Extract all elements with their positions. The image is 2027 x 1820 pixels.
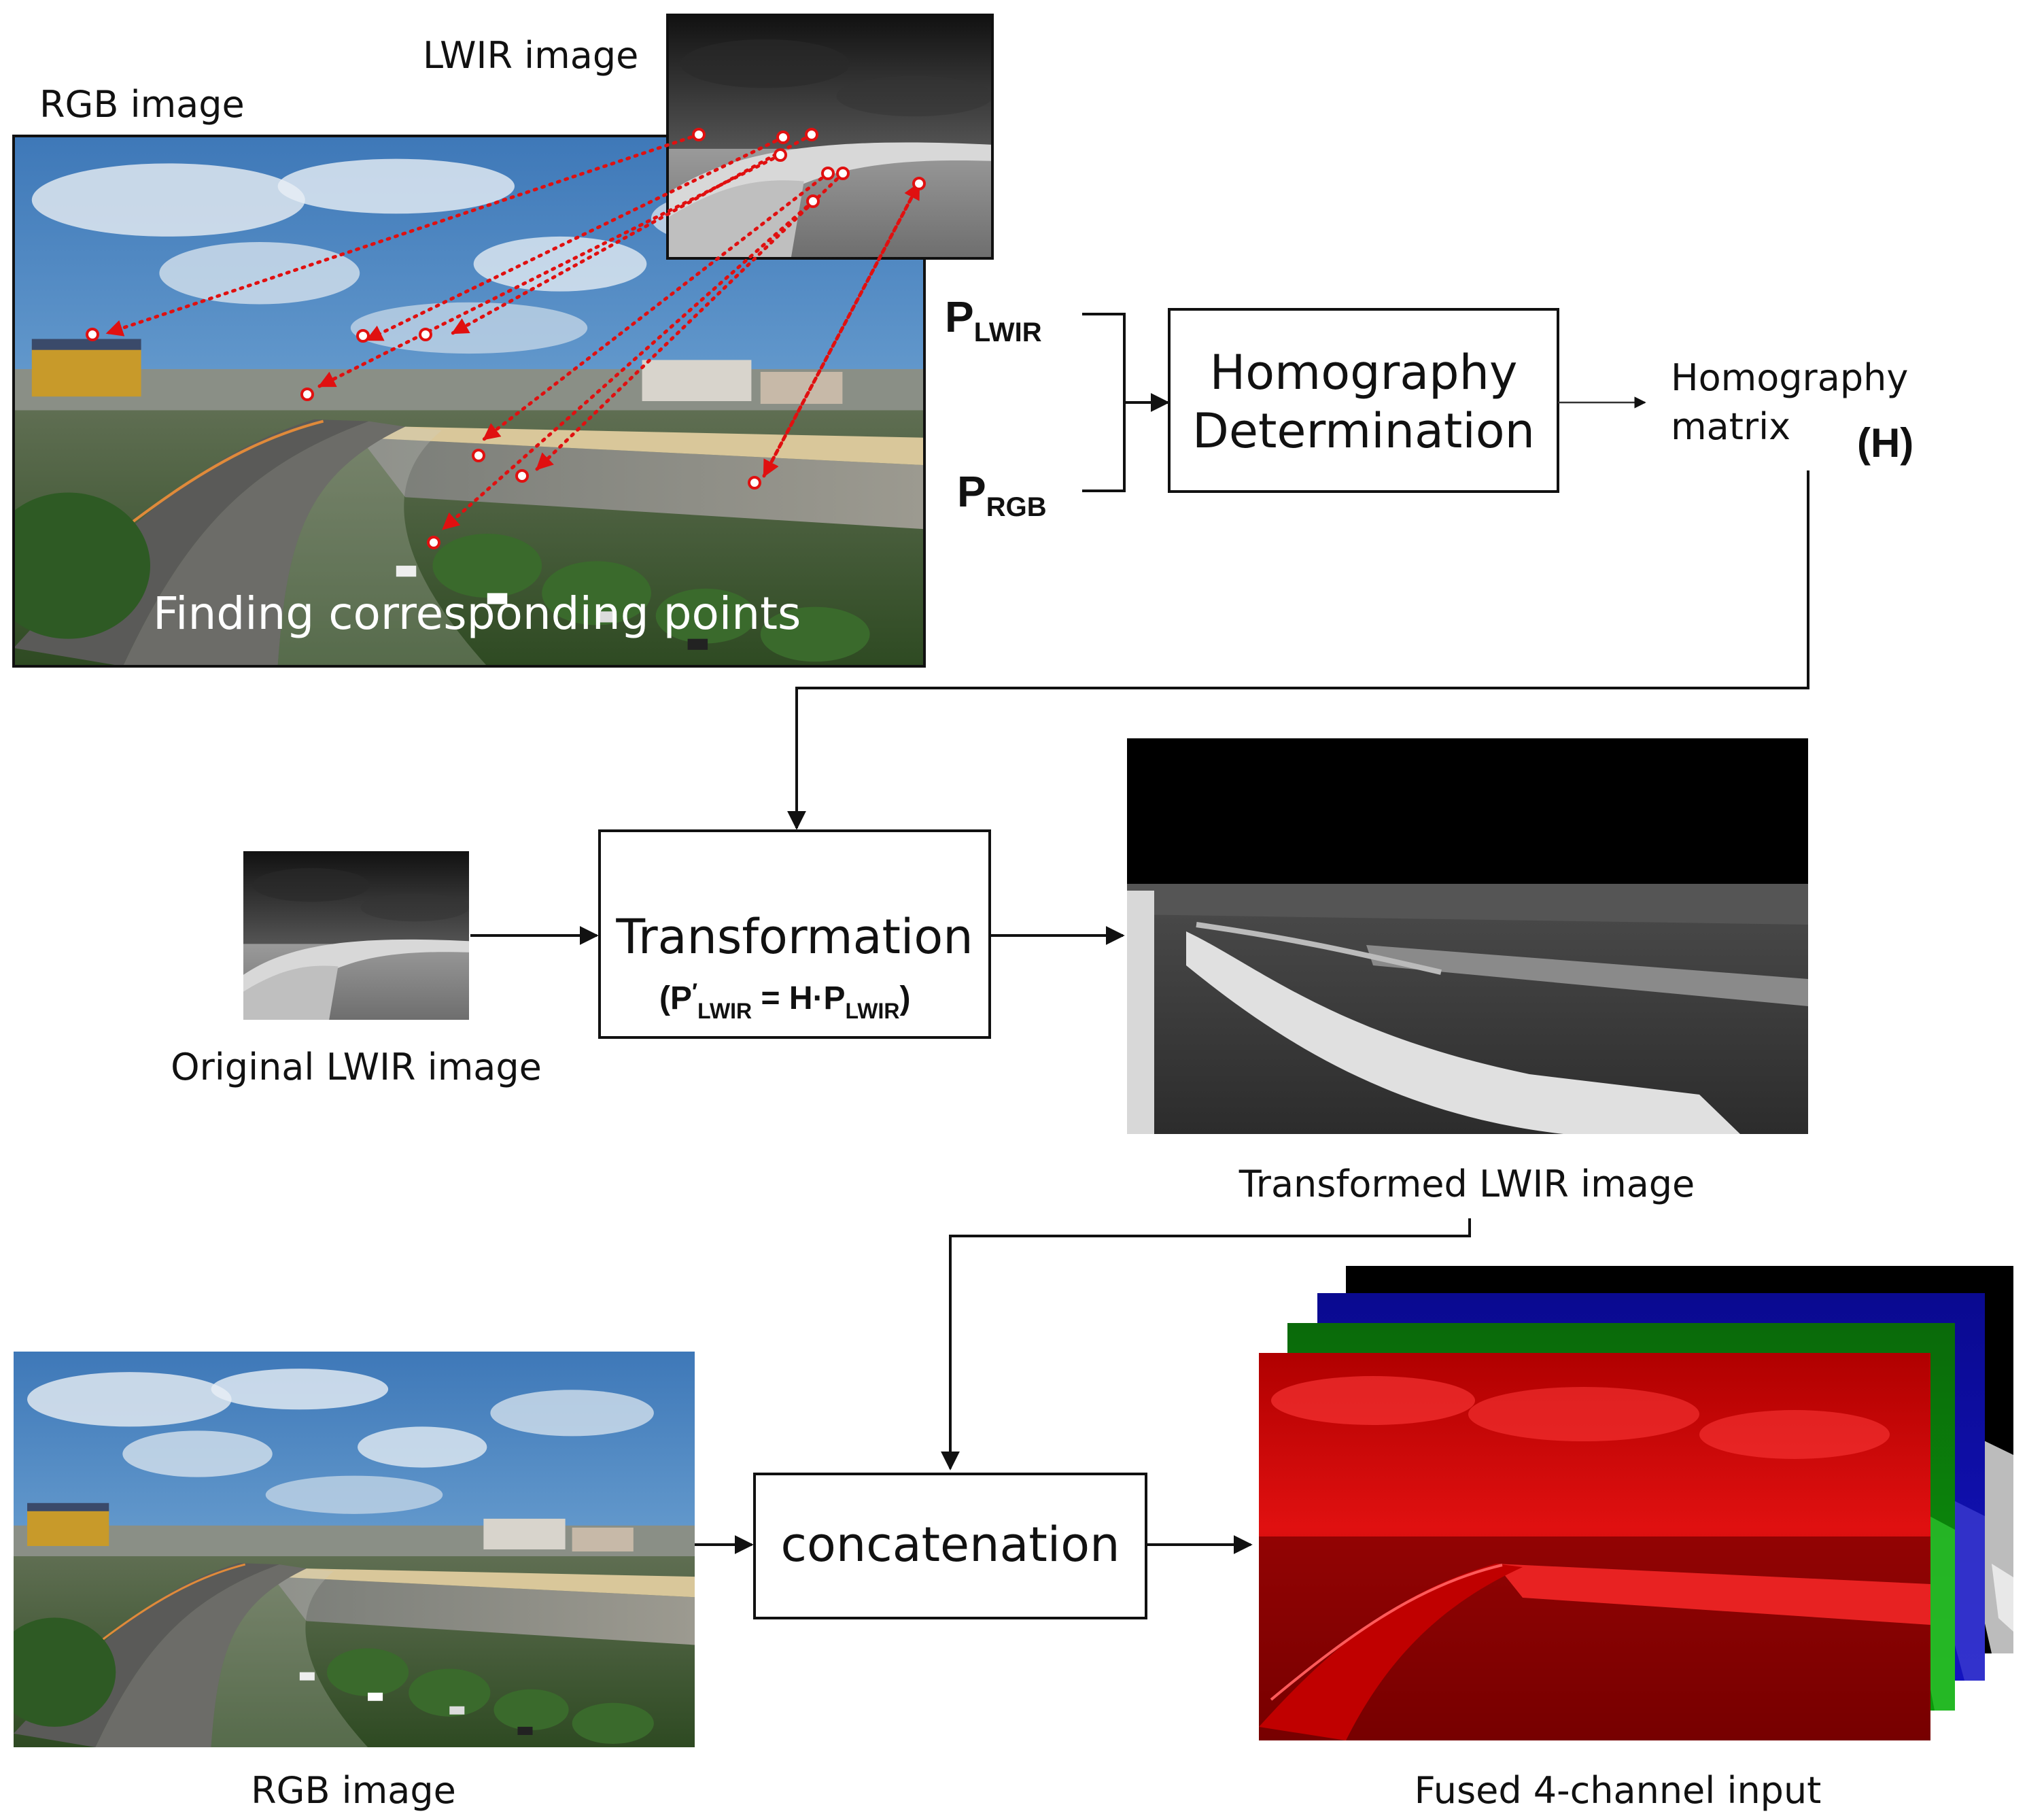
rgb-point bbox=[748, 476, 761, 490]
rgb-point bbox=[300, 388, 314, 401]
formula-close: ) bbox=[900, 980, 911, 1016]
concatenation-label: concatenation bbox=[781, 1517, 1120, 1573]
p-rgb-sub: RGB bbox=[986, 492, 1047, 522]
transformation-formula: (P′LWIR = H·PLWIR) bbox=[659, 979, 910, 1023]
original-lwir-caption: Original LWIR image bbox=[171, 1046, 542, 1088]
rgb-point bbox=[86, 328, 99, 341]
lwir-point bbox=[692, 128, 706, 141]
p-lwir-label: PLWIR bbox=[945, 292, 1042, 347]
rgb-image-title: RGB image bbox=[39, 83, 245, 126]
rgb-point bbox=[427, 536, 440, 549]
rgb-point bbox=[419, 328, 432, 341]
transformed-connector bbox=[941, 1218, 1471, 1471]
rgb-point bbox=[515, 469, 529, 483]
homography-matrix-line2: matrix bbox=[1671, 405, 1790, 448]
correspondence-lines bbox=[105, 133, 921, 531]
correspondence-points bbox=[86, 128, 926, 549]
lwir-point bbox=[774, 148, 787, 162]
corr-line-5 bbox=[482, 171, 830, 441]
original-lwir-thumbnail bbox=[243, 851, 469, 1020]
p-lwir-main: P bbox=[945, 292, 974, 341]
finding-corresponding-points-caption: Finding corresponding points bbox=[153, 587, 801, 640]
transformation-title: Transformation bbox=[615, 909, 973, 965]
lwir-point bbox=[776, 131, 790, 144]
rgb-point bbox=[472, 449, 485, 462]
lwir-point bbox=[806, 194, 820, 208]
corr-line-7 bbox=[441, 199, 815, 531]
corr-line-3 bbox=[451, 133, 814, 335]
lwir-point bbox=[836, 167, 850, 180]
lwir-image-title: LWIR image bbox=[423, 34, 638, 77]
rgb-point bbox=[356, 329, 370, 343]
input-bracket bbox=[1082, 313, 1126, 492]
transformation-box bbox=[598, 829, 991, 1039]
corr-line-1 bbox=[105, 133, 701, 337]
rgb-bottom-caption: RGB image bbox=[251, 1769, 456, 1812]
fused-caption: Fused 4-channel input bbox=[1415, 1769, 1822, 1812]
homography-box-line2: Determination bbox=[1192, 403, 1535, 459]
formula-sub1: LWIR bbox=[697, 999, 752, 1023]
red-channel-layer bbox=[1259, 1353, 1930, 1740]
formula-prime: ′ bbox=[692, 979, 697, 1005]
formula-open: (P bbox=[659, 980, 692, 1016]
lwir-point bbox=[805, 128, 818, 141]
rgb-image-top bbox=[12, 135, 926, 668]
homography-determination-box bbox=[1168, 308, 1559, 493]
p-rgb-main: P bbox=[957, 467, 986, 516]
transformed-lwir-caption: Transformed LWIR image bbox=[1238, 1163, 1695, 1205]
rgb-image-bottom bbox=[14, 1352, 695, 1747]
corr-line-6 bbox=[535, 171, 845, 471]
transformed-lwir-image bbox=[1127, 738, 1808, 1134]
fused-channel-stack bbox=[1259, 1266, 2013, 1740]
p-rgb-label: PRGB bbox=[957, 467, 1047, 522]
lwir-image-top bbox=[666, 14, 994, 260]
homography-box-line1: Homography bbox=[1210, 345, 1518, 400]
matrix-symbol-h: (H) bbox=[1857, 420, 1913, 466]
homography-matrix-line1: Homography bbox=[1671, 356, 1908, 399]
corr-line-2 bbox=[365, 135, 785, 342]
h-connector bbox=[787, 470, 1809, 830]
lwir-point bbox=[821, 167, 835, 180]
formula-mid: = H·P bbox=[752, 980, 845, 1016]
lwir-point bbox=[912, 177, 926, 190]
p-lwir-sub: LWIR bbox=[974, 317, 1042, 347]
corr-line-8-reverse bbox=[762, 182, 921, 478]
formula-sub2: LWIR bbox=[846, 999, 900, 1023]
concatenation-box bbox=[753, 1473, 1147, 1619]
